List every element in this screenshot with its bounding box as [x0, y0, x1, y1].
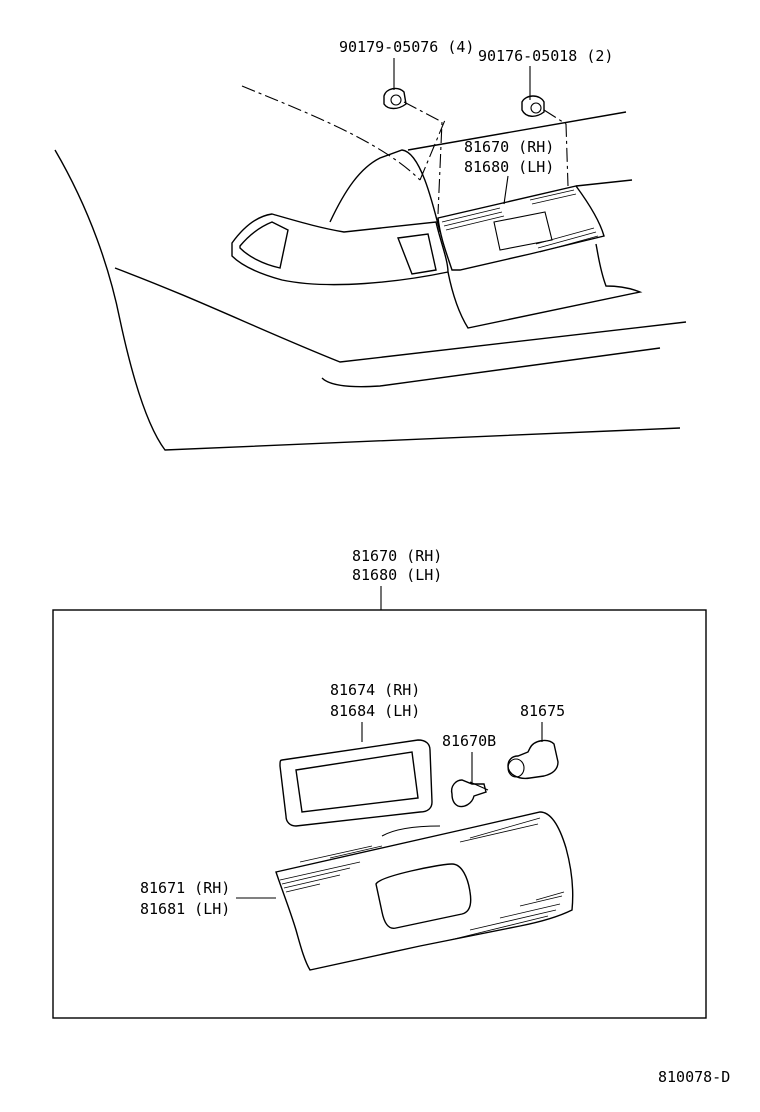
lens-part — [279, 739, 433, 827]
screw-a-label: 90179-05076 (4) — [339, 38, 474, 56]
screw-b-icon — [521, 95, 545, 117]
assembly-top-lh-label: 81680 (LH) — [464, 158, 554, 176]
assembly-detail-box — [52, 609, 707, 1019]
socket-label: 81675 — [520, 702, 565, 720]
screw-a-icon — [383, 87, 407, 110]
housing-lh-label: 81681 (LH) — [140, 900, 230, 918]
housing-rh-label: 81671 (RH) — [140, 879, 230, 897]
assembly-box-rh-label: 81670 (RH) — [352, 547, 442, 565]
assembly-box-lh-label: 81680 (LH) — [352, 566, 442, 584]
diagram-code: 810078-D — [658, 1068, 730, 1086]
lens-rh-label: 81674 (RH) — [330, 681, 420, 699]
lens-lh-label: 81684 (LH) — [330, 702, 420, 720]
bulb-label: 81670B — [442, 732, 496, 750]
vehicle-rear-view — [54, 58, 687, 451]
assembly-top-rh-label: 81670 (RH) — [464, 138, 554, 156]
housing-part — [275, 811, 574, 971]
socket-part — [507, 739, 559, 780]
screw-b-label: 90176-05018 (2) — [478, 47, 613, 65]
bulb-part — [450, 779, 489, 808]
